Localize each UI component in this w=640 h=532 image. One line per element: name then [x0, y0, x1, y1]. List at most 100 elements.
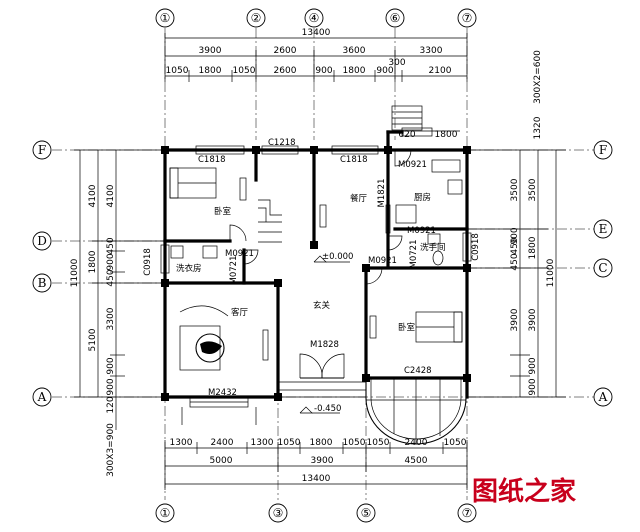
- watermark: 图纸之家: [472, 476, 576, 507]
- dim-bot-r2-0: 5000: [210, 456, 233, 466]
- dim-stair-1320: 1320: [533, 116, 543, 139]
- dim-right-in-7: 900: [528, 378, 538, 395]
- entry-steps: [270, 381, 366, 398]
- dim-left-mid-0: 4100: [88, 184, 98, 207]
- room-washroom: 洗手间: [420, 242, 446, 253]
- axis-right-F: F: [599, 143, 607, 157]
- opening-m1828: M1828: [310, 340, 339, 350]
- dim-right-in-3: 450: [510, 253, 520, 270]
- dim-top-r2-0: 1050: [166, 66, 189, 76]
- dim-right-mid-2: 3900: [528, 308, 538, 331]
- dim-stair-1800: 1800: [435, 130, 458, 140]
- bottom-dimensions: 1300 2400 1300 1050 1800 1050 1050 2400 …: [164, 438, 468, 490]
- axis-top-7: ⑦: [462, 11, 473, 25]
- axis-left-A: A: [37, 390, 47, 404]
- columns: [161, 146, 471, 401]
- axis-right-C: C: [598, 261, 607, 275]
- dim-bot-r1-1: 2400: [211, 438, 234, 448]
- opening-m0721b: M0721: [409, 240, 419, 269]
- dim-bot-total: 13400: [302, 474, 331, 484]
- axis-left-F: F: [38, 143, 46, 157]
- dim-left-in-5: 900: [106, 357, 116, 374]
- axis-bottom-1: ①: [160, 506, 171, 520]
- axis-bottom-3: ③: [273, 506, 284, 520]
- room-living: 客厅: [231, 307, 249, 318]
- rear-stair: [391, 105, 423, 131]
- dim-left-mid-2: 5100: [88, 328, 98, 351]
- level-marks: ±0.000 -0.450: [299, 252, 353, 414]
- opening-c1218: C1218: [268, 138, 296, 148]
- opening-c1818b: C1818: [340, 155, 368, 165]
- dim-right-mid-1: 1800: [528, 236, 538, 259]
- dim-left-in-4: 3300: [106, 307, 116, 330]
- axis-bubbles-top: ① ② ④ ⑥ ⑦: [155, 8, 477, 28]
- axis-bubbles-bottom: ① ③ ⑤ ⑦: [155, 503, 477, 523]
- axis-bottom-7: ⑦: [462, 506, 473, 520]
- dim-left-outer: 11000: [70, 258, 80, 287]
- dim-left-in-0: 4100: [106, 184, 116, 207]
- dim-stair-620: 620: [398, 130, 415, 140]
- dim-right-in-1: 900: [510, 227, 520, 244]
- dim-left-in-3: 450: [106, 269, 116, 286]
- dim-left-extra-1: 300X3=900: [106, 423, 116, 477]
- opening-m0921c: M0921: [407, 226, 436, 236]
- dim-bot-r1-3: 1050: [278, 438, 301, 448]
- opening-c1818a: C1818: [198, 155, 226, 165]
- dim-top-r2-6: 900: [376, 66, 393, 76]
- opening-c0918a: C0918: [143, 248, 153, 276]
- windows: [160, 127, 472, 274]
- dim-top-r2-8: 2100: [429, 66, 452, 76]
- dim-side-note: 300X2=600: [533, 50, 543, 104]
- dim-bot-r1-8: 1050: [444, 438, 467, 448]
- dim-bot-r1-4: 1800: [310, 438, 333, 448]
- dim-left-extra-0: 120: [106, 396, 116, 413]
- axis-bottom-5: ⑤: [361, 506, 372, 520]
- axis-top-6: ⑥: [390, 11, 401, 25]
- dim-bot-r1-6: 1050: [367, 438, 390, 448]
- axis-left-D: D: [37, 234, 47, 248]
- dim-bot-r1-5: 1050: [343, 438, 366, 448]
- dim-top-r1-1: 2600: [274, 46, 297, 56]
- dim-left-mid-1: 1800: [88, 250, 98, 273]
- opening-m0921b: M0921: [225, 249, 254, 259]
- opening-c2428: C2428: [404, 366, 432, 376]
- dim-top-r2-3: 2600: [274, 66, 297, 76]
- dim-top-r2-4: 900: [315, 66, 332, 76]
- opening-labels: C1818 C1218 C1818 M0921 M1821 M0921 M072…: [143, 138, 481, 398]
- axis-left-B: B: [38, 276, 47, 290]
- living-bay: [181, 396, 257, 425]
- left-dimensions: 11000 4100 1800 5100 4100 450 900 450 33…: [70, 149, 165, 477]
- dim-right-in-5: 3900: [510, 308, 520, 331]
- dim-right-outer: 11000: [546, 258, 556, 287]
- top-dimensions: 13400 3900 2600 3600 3300 1050 1800 1050…: [164, 28, 543, 140]
- dim-top-r1-3: 3300: [420, 46, 443, 56]
- room-kitchen: 厨房: [414, 192, 431, 203]
- axis-top-1: ①: [160, 11, 171, 25]
- axis-top-4: ④: [309, 11, 320, 25]
- dim-right-in-6: 900: [528, 357, 538, 374]
- dim-top-total: 13400: [302, 28, 331, 38]
- axis-top-2: ②: [251, 11, 262, 25]
- dim-bot-r1-0: 1300: [170, 438, 193, 448]
- room-labels: 卧室 洗衣房 客厅 餐厅 厨房 玄关 洗手间 卧室: [176, 192, 446, 333]
- dim-top-r2-5: 1800: [343, 66, 366, 76]
- room-dining: 餐厅: [350, 194, 368, 204]
- axis-right-A: A: [598, 390, 608, 404]
- room-foyer: 玄关: [313, 300, 331, 311]
- opening-c0918b: C0918: [471, 233, 481, 261]
- dim-right-in-2: 450: [510, 237, 520, 254]
- axis-bubbles-right: F E C A: [593, 140, 613, 407]
- level-outside: -0.450: [314, 404, 341, 414]
- room-laundry: 洗衣房: [176, 263, 202, 274]
- opening-m0921a: M0921: [398, 160, 427, 170]
- dim-bot-r1-2: 1300: [251, 438, 274, 448]
- dim-bot-r2-2: 4500: [405, 456, 428, 466]
- dim-top-r2-7: 300: [388, 58, 405, 68]
- opening-m1821: M1821: [377, 179, 387, 208]
- dim-top-r1-0: 3900: [199, 46, 222, 56]
- dim-top-r2-1: 1800: [199, 66, 222, 76]
- furniture: [169, 159, 463, 371]
- interior-stair: [258, 199, 282, 243]
- dim-top-r1-2: 3600: [343, 46, 366, 56]
